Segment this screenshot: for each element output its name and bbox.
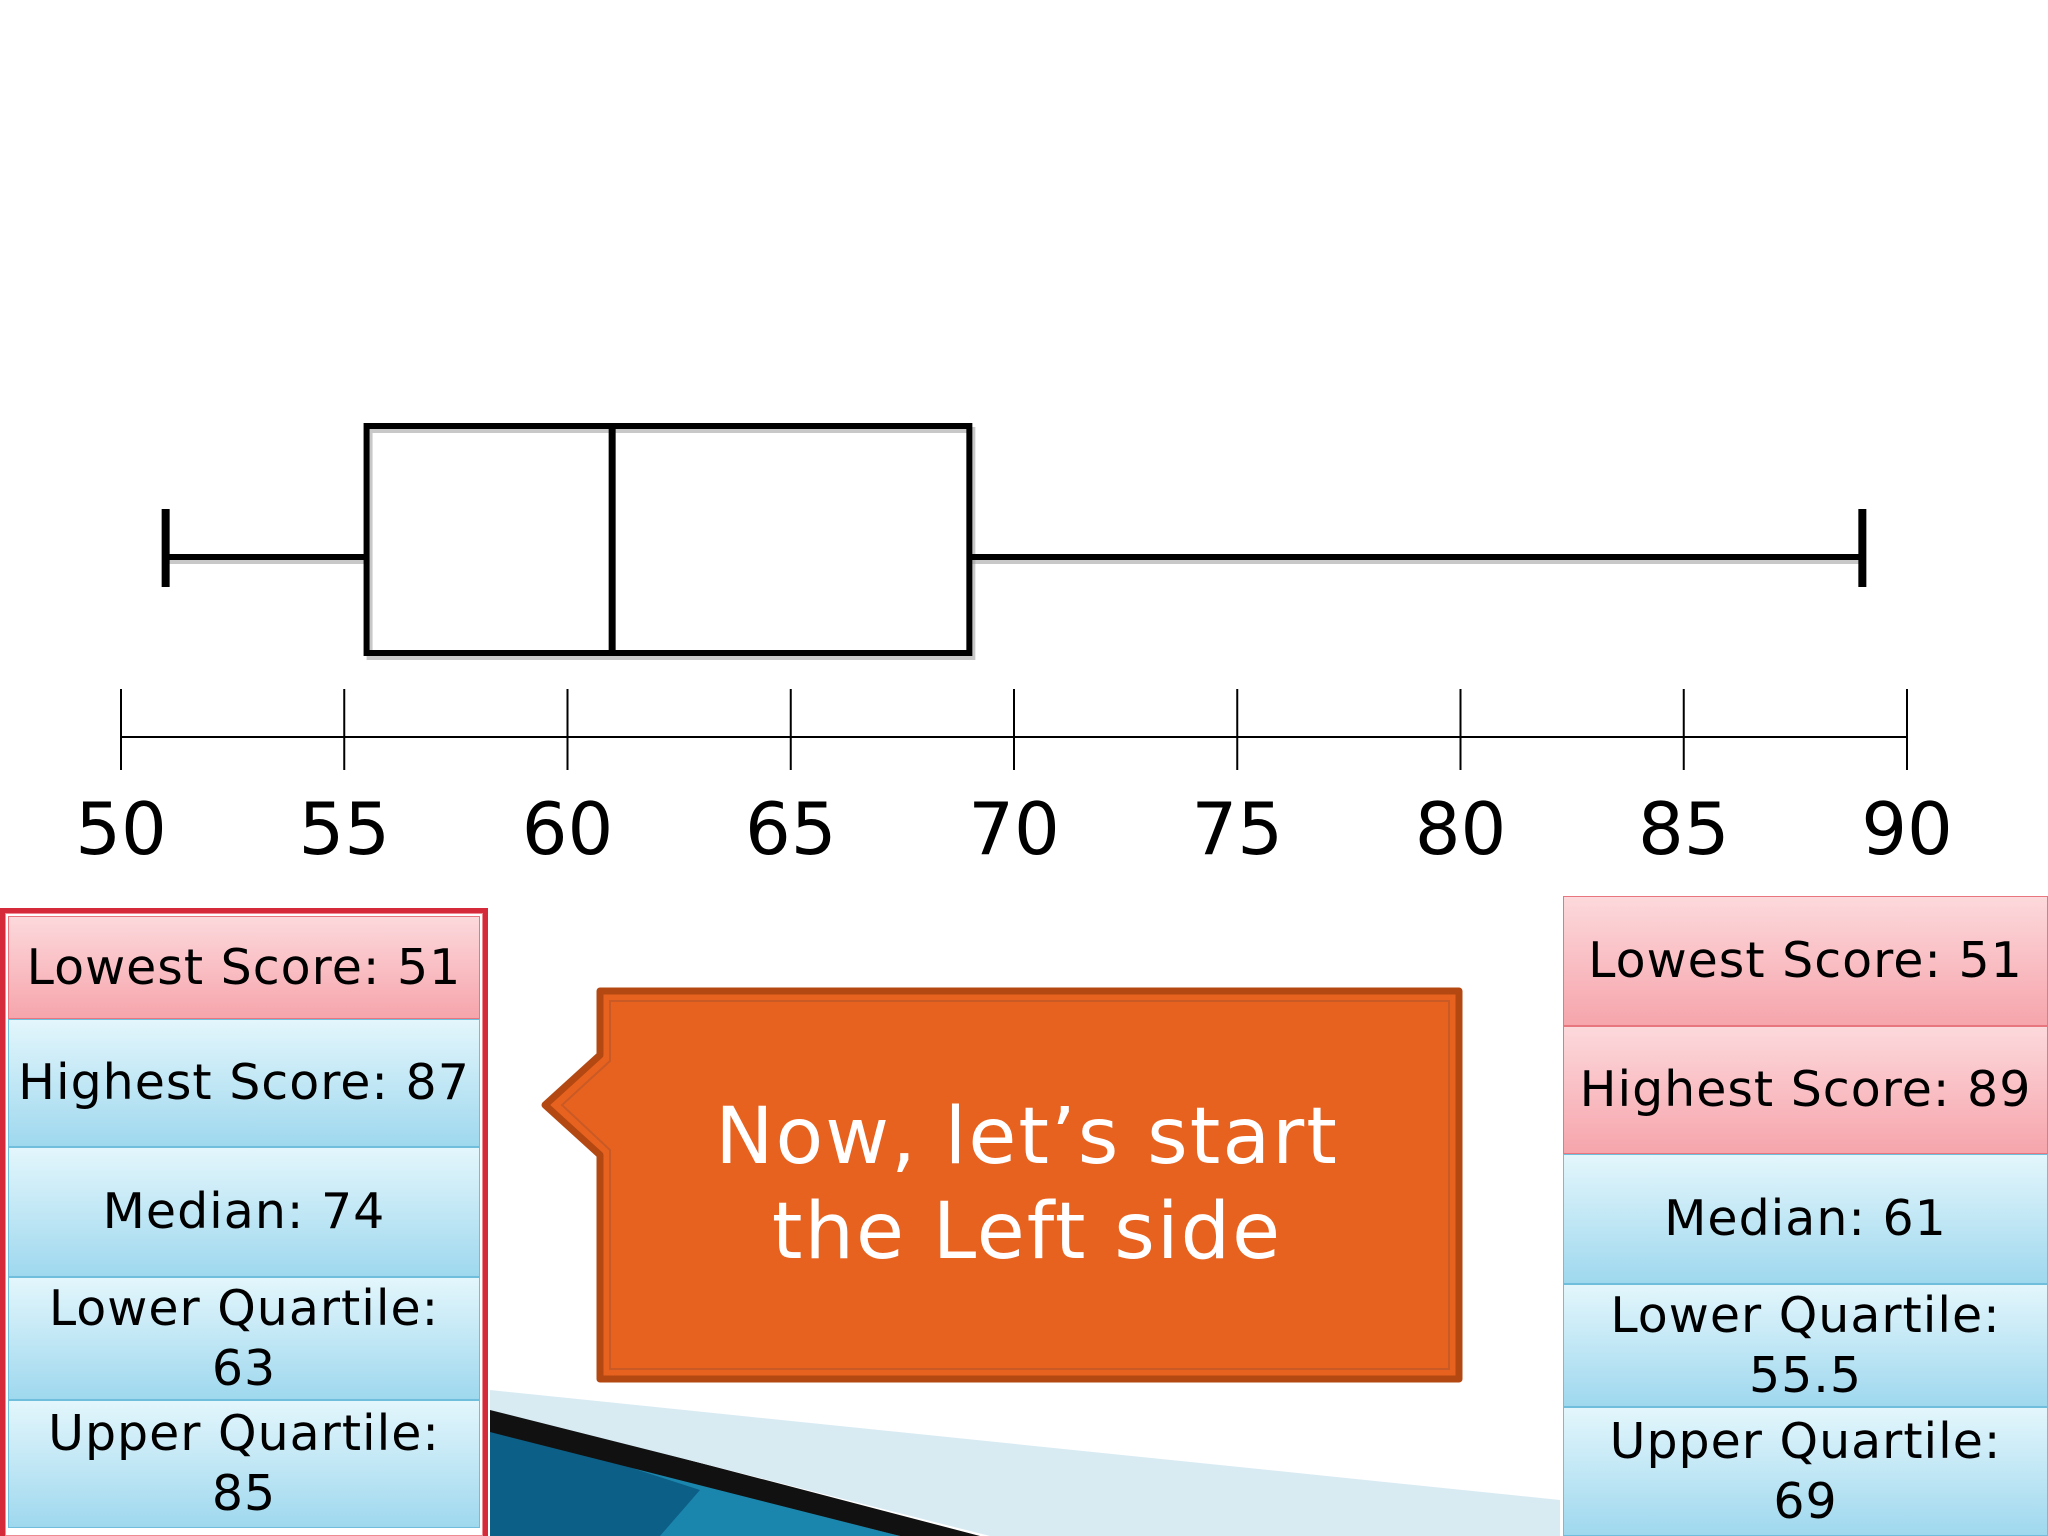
right-lowest-score: Lowest Score: 51	[1563, 896, 2048, 1026]
box-plot-chart: 50 55 60 65 70 75 80 85 90	[75, 423, 1953, 871]
slide-corner-decoration	[490, 1390, 1560, 1536]
left-lower-quartile: Lower Quartile: 63	[8, 1277, 480, 1400]
left-highest-score: Highest Score: 87	[8, 1019, 480, 1147]
right-highest-score: Highest Score: 89	[1563, 1026, 2048, 1154]
callout-text: Now, let’s start the Left side	[715, 1091, 1339, 1277]
axis-tick-label: 85	[1638, 787, 1730, 871]
axis-tick-label: 50	[75, 787, 167, 871]
right-stats-table: Lowest Score: 51 Highest Score: 89 Media…	[1563, 896, 2048, 1536]
axis-tick-label: 55	[298, 787, 390, 871]
axis-tick-label: 65	[745, 787, 837, 871]
number-line-axis: 50 55 60 65 70 75 80 85 90	[75, 689, 1953, 871]
axis-tick-label: 75	[1191, 787, 1283, 871]
box-plot	[161, 423, 1867, 660]
axis-tick-label: 90	[1861, 787, 1953, 871]
box-shadow	[366, 427, 976, 660]
callout-box: Now, let’s start the Left side	[541, 985, 1463, 1385]
right-lower-quartile: Lower Quartile: 55.5	[1563, 1284, 2048, 1407]
axis-tick-label: 60	[522, 787, 614, 871]
left-lowest-score: Lowest Score: 51	[8, 916, 480, 1019]
left-upper-quartile: Upper Quartile: 85	[8, 1400, 480, 1528]
callout-shape	[541, 987, 1463, 1383]
left-stats-table: Lowest Score: 51 Highest Score: 87 Media…	[0, 908, 488, 1536]
axis-tick-label: 80	[1415, 787, 1507, 871]
axis-tick-label: 70	[968, 787, 1060, 871]
right-median: Median: 61	[1563, 1154, 2048, 1284]
left-median: Median: 74	[8, 1147, 480, 1277]
right-upper-quartile: Upper Quartile: 69	[1563, 1407, 2048, 1536]
iqr-box	[363, 423, 973, 656]
